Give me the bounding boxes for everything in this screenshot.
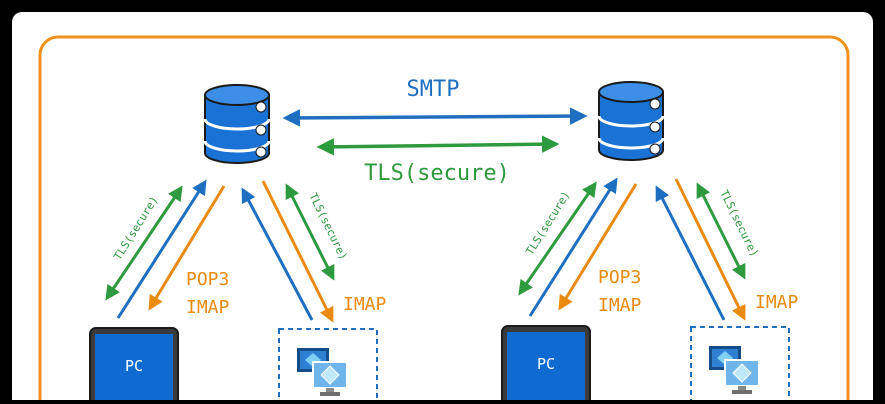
right-pc-send-arrow bbox=[528, 177, 618, 317]
right-imap-label-2: IMAP bbox=[755, 292, 799, 313]
right-group: TLS(secure) POP3 IMAP TLS(secure) IMAP P… bbox=[501, 80, 799, 404]
left-server-database-icon bbox=[203, 83, 271, 165]
left-pop-label: POP3 bbox=[186, 269, 229, 290]
left-pc-label: PC bbox=[125, 357, 143, 375]
smtp-label: SMTP bbox=[407, 77, 460, 102]
right-vm-send-arrow bbox=[655, 185, 726, 321]
smtp-arrow bbox=[282, 107, 588, 127]
tls-arrow bbox=[316, 135, 560, 156]
left-group: TLS(secure) POP3 IMAP TLS(secure) IMAP P… bbox=[89, 83, 387, 404]
right-pc-tls-arrow bbox=[518, 181, 597, 296]
tls-label: TLS(secure) bbox=[364, 161, 510, 186]
left-imap-label-2: IMAP bbox=[343, 294, 387, 315]
right-pc-screen bbox=[507, 332, 585, 400]
left-pc-screen bbox=[95, 334, 173, 402]
left-pc-tls-arrow bbox=[105, 185, 183, 301]
right-server-database-icon bbox=[597, 80, 665, 162]
right-pc-receive-arrow bbox=[558, 183, 638, 311]
left-vm-client-box bbox=[278, 328, 378, 404]
left-pc-send-arrow bbox=[116, 179, 207, 319]
right-pc-label: PC bbox=[537, 355, 555, 373]
left-pc-receive-arrow bbox=[148, 185, 226, 311]
right-imap-label-1: IMAP bbox=[598, 295, 642, 316]
left-imap-label-1: IMAP bbox=[186, 297, 230, 318]
right-pop-label: POP3 bbox=[598, 267, 641, 288]
left-vm-tls-arrow bbox=[285, 183, 335, 281]
system-boundary-frame bbox=[38, 35, 850, 404]
right-vm-client-box bbox=[690, 326, 790, 404]
right-vm-tls-arrow bbox=[696, 182, 746, 280]
left-vm-send-arrow bbox=[241, 187, 314, 321]
